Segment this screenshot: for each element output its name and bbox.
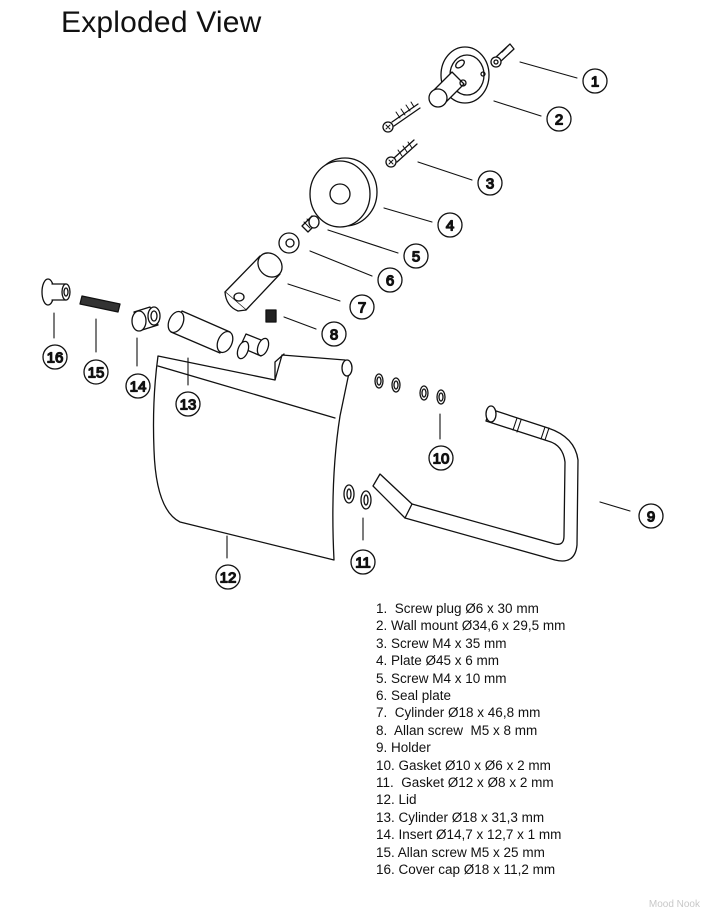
part-insert [131, 306, 161, 332]
part-allan-screw-m5-25 [79, 295, 121, 313]
callout-1: 1 [582, 68, 608, 94]
callout-label: 8 [330, 327, 338, 344]
callout-label: 10 [433, 451, 450, 468]
callout-10: 10 [428, 445, 454, 471]
callout-label: 12 [220, 570, 237, 587]
parts-list-item: 8. Allan screw M5 x 8 mm [376, 722, 538, 738]
callout-3: 3 [477, 170, 503, 196]
callout-label: 9 [647, 509, 655, 526]
parts-list-item: 10. Gasket Ø10 x Ø6 x 2 mm [376, 757, 551, 773]
callout-4: 4 [437, 212, 463, 238]
callout-label: 15 [88, 365, 105, 382]
part-screw-m4-10 [301, 215, 320, 233]
part-screw-plug [490, 43, 515, 68]
parts-list-item: 1. Screw plug Ø6 x 30 mm [376, 601, 539, 616]
parts-list-item: 11. Gasket Ø12 x Ø8 x 2 mm [376, 775, 554, 791]
parts-list-item: 12. Lid [376, 792, 417, 808]
leader-lines [53, 61, 631, 559]
part-plate [309, 157, 378, 228]
callout-label: 14 [130, 379, 147, 396]
page-title: Exploded View [61, 6, 262, 39]
part-cylinder-31 [167, 310, 234, 354]
callout-label: 11 [355, 555, 371, 572]
part-gaskets-11 [343, 484, 372, 510]
parts-list: 1. Screw plug Ø6 x 30 mm 2. Wall mount Ø… [376, 600, 565, 879]
callout-6: 6 [377, 267, 403, 293]
parts-list-item: 16. Cover cap Ø18 x 11,2 mm [376, 862, 556, 878]
callout-label: 1 [591, 74, 599, 91]
callout-label: 2 [555, 112, 563, 129]
part-seal-plate [278, 232, 300, 254]
callout-14: 14 [125, 373, 151, 399]
callout-5: 5 [403, 243, 429, 269]
parts-list-item: 7. Cylinder Ø18 x 46,8 mm [376, 705, 541, 721]
watermark: Mood Nook [648, 899, 700, 910]
parts-list-item: 4. Plate Ø45 x 6 mm [376, 653, 500, 669]
callout-label: 3 [486, 176, 494, 193]
callout-label: 13 [180, 397, 197, 414]
callout-8: 8 [321, 321, 347, 347]
parts-list-item: 2. Wall mount Ø34,6 x 29,5 mm [376, 618, 566, 634]
callout-2: 2 [546, 106, 572, 132]
callout-12: 12 [215, 564, 241, 590]
part-allan-screw-m5-8 [265, 309, 277, 323]
part-screw-m4-35-b [385, 139, 418, 168]
parts-list-item: 15. Allan screw M5 x 25 mm [376, 844, 545, 860]
callout-15: 15 [83, 359, 109, 385]
callout-11: 11 [350, 549, 376, 575]
part-holder [372, 405, 579, 562]
part-cylinder-31-b [236, 333, 270, 360]
part-gaskets-10 [374, 373, 446, 405]
callout-16: 16 [42, 344, 68, 370]
callout-9: 9 [638, 503, 664, 529]
part-cover-cap [41, 278, 71, 306]
parts-list-item: 14. Insert Ø14,7 x 12,7 x 1 mm [376, 827, 562, 843]
parts-list-item: 9. Holder [376, 740, 431, 756]
parts-list-item: 13. Cylinder Ø18 x 31,3 mm [376, 809, 545, 825]
callout-7: 7 [349, 294, 375, 320]
callout-label: 6 [386, 273, 394, 290]
parts-list-item: 6. Seal plate [376, 688, 452, 704]
callout-label: 16 [47, 350, 64, 367]
callout-13: 13 [175, 391, 201, 417]
callout-label: 4 [446, 218, 454, 235]
parts-list-item: 5. Screw M4 x 10 mm [376, 670, 507, 686]
callout-label: 5 [412, 249, 420, 266]
part-screw-m4-35 [382, 101, 421, 133]
part-cylinder-46 [224, 252, 283, 312]
callout-label: 7 [358, 300, 366, 317]
part-lid [152, 353, 353, 561]
parts-list-item: 3. Screw M4 x 35 mm [376, 635, 507, 651]
part-wall-mount [428, 46, 490, 108]
